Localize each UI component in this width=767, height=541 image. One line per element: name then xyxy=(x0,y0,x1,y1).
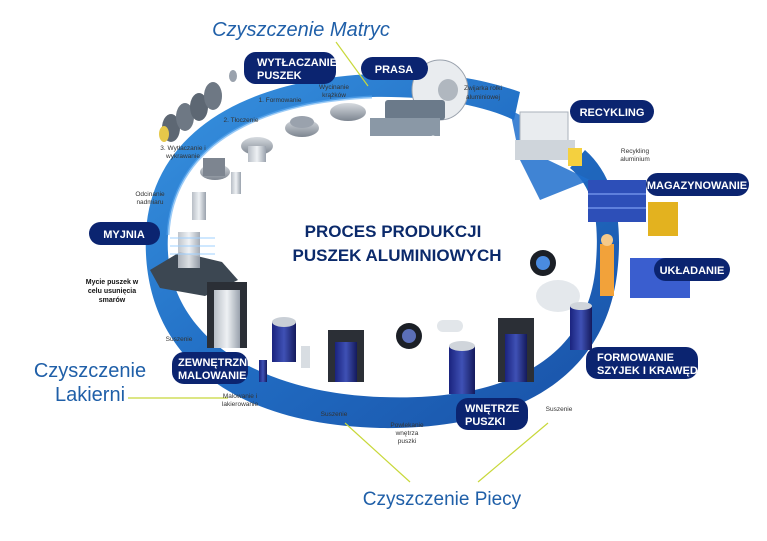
caption-odcinanie-1: Odcinanie xyxy=(135,191,165,198)
caption-malowanie-2: lakierowanie xyxy=(222,401,259,408)
caption-recykling-2: aluminium xyxy=(620,156,650,163)
caption-suszenie-bottom: Suszenie xyxy=(321,411,348,418)
caption-rozciaganie: Rozciąganie xyxy=(278,156,314,163)
caption-wytlaczanie-1: 3. Wytłaczanie i xyxy=(160,145,205,152)
stage-formowanie: FORMOWANIE SZYJEK I KRAWĘDZI xyxy=(586,347,708,379)
stage-magazynowanie: MAGAZYNOWANIE xyxy=(646,173,749,196)
callout-czyszczenie-piecy: Czyszczenie Piecy xyxy=(363,489,522,510)
caption-suszenie-left: Suszenie xyxy=(166,336,193,343)
svg-text:PRASA: PRASA xyxy=(375,64,414,76)
stage-wnetrze: WNĘTRZE PUSZKI xyxy=(456,398,528,430)
stage-recykling: RECYKLING xyxy=(570,100,654,123)
svg-text:SZYJEK I KRAWĘDZI: SZYJEK I KRAWĘDZI xyxy=(597,365,708,377)
svg-text:RECYKLING: RECYKLING xyxy=(580,107,645,119)
dryer-left xyxy=(207,282,247,348)
caption-recykling-1: Recykling xyxy=(621,148,650,155)
caption-malowanie-1: Malowanie i xyxy=(223,393,257,400)
caption-mycie-3: smarów xyxy=(99,297,126,304)
svg-text:ZEWNĘTRZNE: ZEWNĘTRZNE xyxy=(178,357,254,369)
piecy-leader-left xyxy=(344,422,411,483)
bottom-ovens xyxy=(328,318,534,394)
caption-odcinanie-2: nadmiaru xyxy=(136,199,163,206)
callout-czyszczenie-matryc: Czyszczenie Matryc xyxy=(212,19,390,41)
stage-zewnetrzne: ZEWNĘTRZNE MALOWANIE xyxy=(172,352,254,384)
caption-wycinanie-2: krążków xyxy=(322,92,346,99)
callout-czyszczenie-lakierni-1: Czyszczenie xyxy=(34,360,146,382)
svg-text:PUSZEK: PUSZEK xyxy=(257,70,302,82)
caption-suszenie-right: Suszenie xyxy=(546,406,573,413)
caption-powlekanie-2: wnętrza xyxy=(395,430,419,437)
stage-prasa: PRASA xyxy=(361,57,428,80)
piecy-leader-right xyxy=(477,422,549,483)
svg-text:WYTŁACZANIE: WYTŁACZANIE xyxy=(257,57,337,69)
stage-ukladanie: UKŁADANIE xyxy=(654,258,730,281)
stage-myjnia: MYJNIA xyxy=(89,222,160,245)
press-discs xyxy=(192,103,366,220)
process-title-line1: PROCES PRODUKCJI xyxy=(305,222,482,241)
svg-text:MYJNIA: MYJNIA xyxy=(103,229,145,241)
caption-mycie-1: Mycie puszek w xyxy=(86,279,139,286)
extrusion-screws xyxy=(159,70,237,142)
svg-text:UKŁADANIE: UKŁADANIE xyxy=(660,265,725,277)
caption-formowanie: 1. Formowanie xyxy=(259,97,302,104)
svg-text:FORMOWANIE: FORMOWANIE xyxy=(597,352,674,364)
caption-mycie-2: celu usunięcia xyxy=(88,288,136,295)
caption-powlekanie-3: puszki xyxy=(398,438,416,445)
svg-text:MALOWANIE: MALOWANIE xyxy=(178,370,246,382)
caption-tloczenie: 2. Tłoczenie xyxy=(224,117,259,124)
matryc-leader xyxy=(335,41,369,87)
necking-station xyxy=(530,250,592,350)
svg-text:MAGAZYNOWANIE: MAGAZYNOWANIE xyxy=(647,180,747,192)
recycling-plant xyxy=(515,111,582,166)
coil-machine xyxy=(370,59,469,136)
caption-wycinanie-1: Wycinanie xyxy=(319,84,349,91)
process-title-line2: PUSZEK ALUMINIOWYCH xyxy=(292,246,501,265)
caption-powlekanie-1: Powlekanie xyxy=(390,422,424,429)
callout-czyszczenie-lakierni-2: Lakierni xyxy=(55,384,125,406)
caption-zwijarka-1: Zwijarka rolki xyxy=(464,85,502,92)
caption-smarowanie: Smarowanie xyxy=(431,135,468,142)
painting-station xyxy=(259,317,310,382)
process-ring xyxy=(145,73,620,429)
stage-wytlaczanie: WYTŁACZANIE PUSZEK xyxy=(244,52,337,84)
svg-text:WNĘTRZE: WNĘTRZE xyxy=(465,403,519,415)
caption-zwijarka-2: aluminiowej xyxy=(466,94,500,101)
caption-wytlaczanie-2: wykrawanie xyxy=(165,153,200,160)
svg-text:PUSZKI: PUSZKI xyxy=(465,416,505,428)
